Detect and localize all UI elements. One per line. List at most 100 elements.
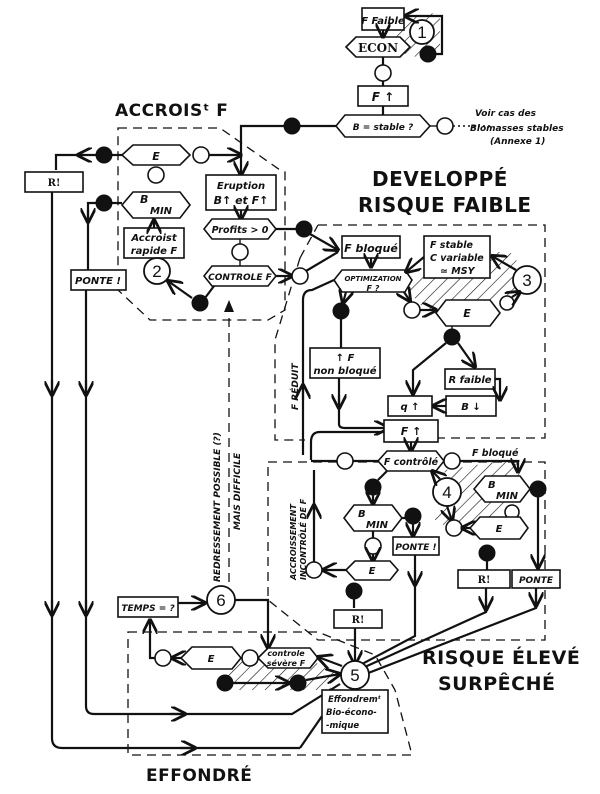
f-controle-label: F contrôlé (384, 457, 439, 468)
risque-left-open-node (336, 452, 354, 470)
optim-filled-node (332, 302, 350, 320)
filled-to-state-2 (168, 281, 193, 299)
risque-r-left-box[interactable] (333, 609, 383, 629)
eff-left-open-node (154, 649, 172, 667)
left-ponte-long-line (84, 290, 341, 716)
filled-b-to-state-5 (305, 674, 340, 680)
state-6-to-controle (235, 598, 268, 648)
risque-bmin-right-label: B (488, 480, 496, 491)
region-label-developpe-2: RISQUE FAIBLE (358, 193, 532, 217)
b-stable-label: B = stable ? (353, 123, 413, 133)
state-2-number: 2 (152, 262, 161, 281)
optim-to-filled (343, 292, 346, 303)
risque-r-right-label: R! (478, 575, 491, 586)
f-controle-to-filled (377, 470, 388, 481)
controle-filled-node (191, 294, 209, 312)
controle-severe-line-2: sévère F (267, 658, 306, 668)
controle-to-f-bloque (305, 251, 339, 272)
filled-to-q-up (413, 342, 447, 394)
f-non-bloque-line-2: non bloqué (313, 365, 376, 377)
temps-box[interactable] (117, 596, 179, 618)
region-label-developpe-1: DEVELOPPÉ (372, 167, 508, 191)
dev-f-up-label: F ↑ (401, 425, 422, 438)
accroist-line-1: Accroist (130, 233, 177, 244)
state-3-number: 3 (522, 271, 531, 290)
accroissement-line-1: ACCROISSEMENT (289, 504, 298, 581)
filled-to-r-faible (457, 342, 475, 367)
state-2-circle[interactable] (143, 257, 171, 285)
accrois-bmin-sub: MIN (150, 206, 173, 217)
optim-to-open-a (404, 292, 410, 301)
effondrement-box[interactable] (321, 689, 389, 734)
e-left-filled-node (345, 582, 363, 600)
risque-ponte-left-label: PONTE ! (395, 543, 436, 553)
controle-severe-line-1: controle (267, 649, 305, 658)
f-stable-line-2: C variable (430, 253, 484, 264)
f-non-bloque-line-1: ↑ F (336, 353, 355, 364)
left-ponte-label: PONTE ! (75, 276, 121, 287)
risque-ponte-right-label: PONTE (519, 576, 554, 586)
temps-label: TEMPS = ? (121, 604, 174, 614)
profits-label: Profits > 0 (212, 225, 269, 236)
controle-open-node (291, 267, 309, 285)
accrois-bmin-filled-node (95, 194, 113, 212)
dev-open-node-b (499, 295, 515, 311)
risque-r-right-box[interactable] (457, 569, 511, 589)
bmin-left-open-node (364, 537, 382, 555)
econ-filled-node (419, 45, 437, 63)
eruption-line-1: Eruption (217, 181, 265, 192)
state-1-cluster: F Faible ECON 1 F ↑ (344, 7, 444, 115)
q-up-box[interactable] (387, 395, 433, 417)
q-up-label: q ↑ (400, 402, 419, 413)
left-r-box[interactable] (24, 171, 84, 193)
region-label-accrois: ACCROISᵗ F (115, 101, 228, 121)
optimization-line-2: F ? (367, 284, 380, 293)
state-1-number: 1 (417, 23, 426, 42)
dev-e-hex[interactable] (434, 299, 502, 327)
risque-e-left-hex[interactable] (344, 560, 400, 581)
left-ponte-box[interactable] (70, 269, 127, 291)
f-reduit-line (301, 278, 335, 455)
state-4-number: 4 (442, 483, 451, 502)
eff-e-hex[interactable] (179, 646, 243, 670)
voir-line-3: (Annexe 1) (490, 137, 545, 147)
state-1-circle[interactable] (409, 19, 435, 45)
eff-mid-open-node (241, 649, 259, 667)
b-stable-open-node (436, 117, 454, 135)
state-5-number: 5 (350, 666, 359, 685)
f-faible-label: F Faible (361, 16, 405, 27)
e-to-r-line (54, 153, 96, 170)
state-3-circle[interactable] (512, 265, 542, 295)
left-r-long-line (50, 192, 300, 750)
risque-e-right-hex[interactable] (468, 516, 529, 540)
f-up-label: F ↑ (372, 90, 394, 104)
controle-to-filled (204, 285, 215, 299)
risque-f-bloque-label: F bloqué (472, 448, 519, 459)
effondrement-line-2: Bio-écono- (326, 707, 377, 718)
risque-right-open-node (443, 452, 461, 470)
state-5-circle[interactable] (340, 660, 370, 690)
state-4-to-open (447, 506, 452, 521)
f-up-bend-line (309, 430, 384, 460)
econ-label: ECON (358, 41, 398, 55)
accroissement-line-2: INCONTRÔLÉ DE F (297, 498, 308, 580)
f-reduit-label: F RÉDUIT (289, 363, 301, 410)
profits-to-f-bloque (309, 233, 338, 250)
region-label-risque-1: RISQUE ÉLEVÉ (422, 646, 580, 669)
effondre-region-boundary (127, 631, 413, 756)
accrois-bmin-hex[interactable] (120, 191, 192, 219)
risque-bmin-right-filled-node (529, 480, 547, 498)
accrois-e-hex[interactable] (120, 144, 192, 166)
risque-left-filled-node (364, 478, 382, 496)
risque-bmin-left-label: B (358, 509, 366, 520)
eff-filled-node-a (216, 674, 234, 692)
state-6-number: 6 (216, 591, 225, 610)
f-non-bloque-box[interactable] (309, 347, 381, 379)
econ-hex[interactable] (344, 36, 412, 58)
f-stable-line-3: ≃ MSY (440, 266, 476, 277)
redressement-line-1: REDRESSEMENT POSSIBLE (?) (213, 432, 223, 582)
accrois-mid-open-node (147, 166, 165, 184)
open-to-temps (150, 620, 155, 660)
f-stable-line-1: F stable (430, 240, 473, 251)
accrois-e-open-node (192, 146, 210, 164)
